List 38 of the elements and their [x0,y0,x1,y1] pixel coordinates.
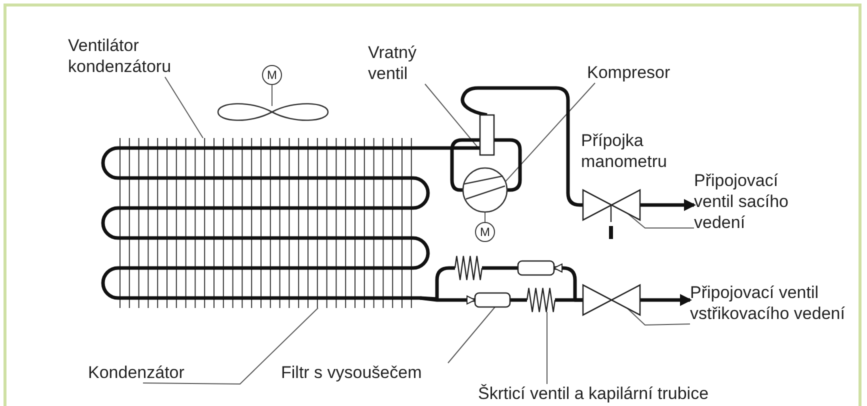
leader-line [448,306,496,364]
part-label: Filtr s vysoušečem [281,362,456,383]
pipe [640,294,692,306]
pipe [450,138,480,192]
leader-line [164,76,204,138]
pipe [554,264,583,302]
pipe [482,266,518,270]
part-label: Připojovací ventil vstřikovacího vedení [690,282,848,324]
part-label: Přípojka manometru [581,130,686,172]
pipe [640,199,696,211]
shaft-line [484,212,486,222]
part-label: Kompresor [587,62,697,83]
pipe [510,298,527,302]
part-label: Připojovací ventil sacího vedení [694,170,812,233]
part-label: Vratný ventil [368,42,440,84]
part-label: Škrticí ventil a kapilární trubice [478,383,778,404]
compressor-symbol [462,167,508,213]
leader-line [626,212,694,228]
pipe [420,146,480,150]
motor-symbol: M [262,65,282,85]
valve-symbol [582,284,641,316]
pipe [460,86,583,207]
reversing-valve-symbol [479,114,495,156]
valve-symbol [582,188,641,239]
leader-line [546,312,548,384]
fan-drawing [217,103,329,121]
leader-line [626,308,690,326]
motor-symbol: M [475,222,495,242]
part-label: Ventilátor kondenzátoru [68,35,218,77]
capillary-coil-symbol [526,287,556,313]
filter-drier-symbol [517,260,555,276]
filter-drier-symbol [474,292,511,308]
pipe [494,138,522,192]
capillary-coil-symbol [454,255,483,281]
leader-line [142,308,318,384]
part-label: Kondenzátor [88,362,208,383]
leader-line [504,82,596,182]
condenser-drawing [102,138,428,308]
